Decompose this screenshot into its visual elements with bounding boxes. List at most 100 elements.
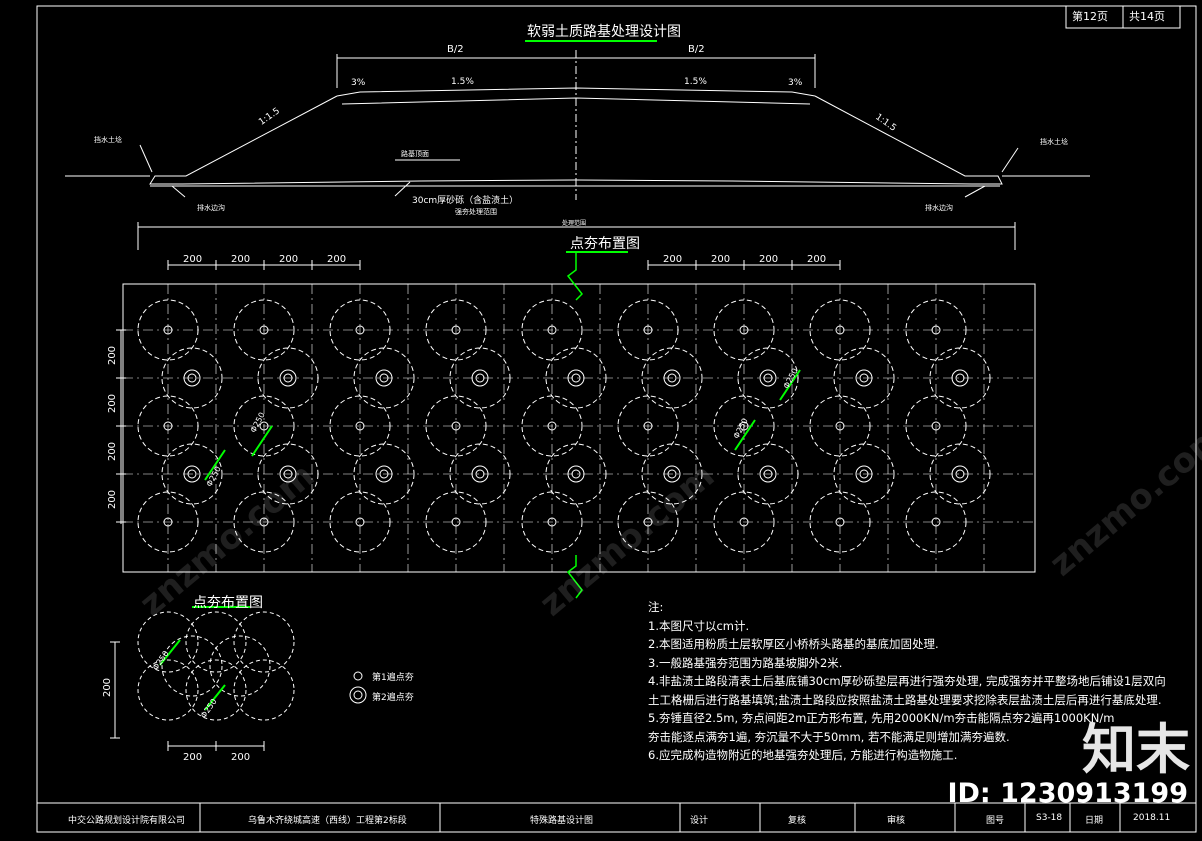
road-base-layer: [341, 97, 811, 105]
ram-center-outer: [183, 465, 201, 483]
label-subgrade-top: 路基顶面: [401, 150, 429, 158]
label-retaining-left: 挡水土埝: [94, 136, 122, 144]
ram-center: [451, 325, 461, 335]
legend-second-pass: 第2遍点夯: [372, 693, 414, 703]
leader-drain-left: [171, 185, 186, 198]
total-pages: 共14页: [1129, 10, 1165, 23]
ram-center-outer: [567, 465, 585, 483]
drawing-name: 特殊路基设计图: [530, 816, 594, 826]
ram-center-outer: [663, 369, 681, 387]
diameter-mark: [779, 369, 801, 401]
ram-center: [955, 469, 965, 479]
ram-center: [259, 421, 269, 431]
road-surface: [336, 87, 816, 97]
ram-center-outer: [759, 369, 777, 387]
ram-center-outer: [471, 465, 489, 483]
ram-center-outer: [951, 369, 969, 387]
ram-circle: [617, 491, 679, 553]
ram-center-outer: [471, 369, 489, 387]
diameter-mark: [734, 419, 756, 451]
ram-center: [763, 373, 773, 383]
spacing-side-2: 200: [107, 393, 119, 414]
break-mark-top: [566, 252, 583, 301]
ram-circle: [905, 299, 967, 361]
half-width-right: B/2: [688, 44, 705, 55]
note-item: 2.本图适用粉质土层软厚区小桥桥头路基的基底加固处理.: [648, 637, 939, 651]
ram-circle: [425, 491, 487, 553]
ram-circle: [329, 395, 391, 457]
ram-circle: [905, 491, 967, 553]
drawing-no-label: 图号: [986, 816, 1005, 826]
spacing-top-left-1: 200: [183, 254, 203, 265]
ram-circle: [521, 395, 583, 457]
ram-circle: [521, 299, 583, 361]
note-item: 1.本图尺寸以cm计.: [648, 618, 750, 633]
ram-circle: [641, 443, 703, 505]
detail-ram-circle: [137, 611, 199, 673]
detail-ram-circle: [185, 659, 247, 721]
ram-center-outer: [279, 369, 297, 387]
ram-center-outer: [855, 465, 873, 483]
ram-circle: [425, 299, 487, 361]
diameter-mark: [204, 449, 226, 481]
page-number: 第12页: [1072, 10, 1108, 23]
note-item: 夯击能逐点满夯1遍, 夯沉量不大于50mm, 若不能满足则增加满夯遍数.: [648, 729, 1010, 744]
spacing-top-left-2: 200: [231, 254, 251, 265]
ram-circle: [809, 395, 871, 457]
ram-center: [355, 325, 365, 335]
detail-diameter-mark: [159, 639, 181, 666]
ram-circle: [809, 299, 871, 361]
ram-circle: [161, 443, 223, 505]
detail-bottom-1: 200: [183, 752, 203, 763]
spacing-top-right-2: 200: [711, 254, 731, 265]
section-title: 软弱土质路基处理设计图: [527, 24, 681, 40]
ram-center: [739, 517, 749, 527]
ram-center: [475, 469, 485, 479]
spacing-top-right-4: 200: [807, 254, 827, 265]
note-item: 3.一般路基强夯范围为路基坡脚外2米.: [648, 655, 843, 670]
company-name: 中交公路规划设计院有限公司: [68, 816, 186, 826]
half-width-left: B/2: [447, 44, 464, 55]
ram-circle: [929, 347, 991, 409]
project-name: 乌鲁木齐绕城高速（西线）工程第2标段: [248, 816, 407, 826]
diameter-mark: [251, 425, 273, 457]
ram-center: [835, 517, 845, 527]
date-value: 2018.11: [1133, 813, 1171, 823]
spacing-side-4: 200: [107, 489, 119, 510]
ram-circle: [617, 299, 679, 361]
detail-ram-circle: [185, 611, 247, 673]
ram-circle: [833, 443, 895, 505]
ram-circle: [641, 347, 703, 409]
ram-center: [163, 517, 173, 527]
ram-center: [355, 517, 365, 527]
detail-ram-circle: [233, 659, 295, 721]
ram-center: [931, 517, 941, 527]
label-cushion: 30cm厚砂砾（含盐渍土）: [412, 196, 519, 206]
ram-center-outer: [567, 369, 585, 387]
ram-center-outer: [855, 369, 873, 387]
ram-center-outer: [951, 465, 969, 483]
ram-circle: [257, 443, 319, 505]
ram-circle: [353, 443, 415, 505]
slope-left-pct: 3%: [351, 78, 366, 88]
ram-circle: [425, 395, 487, 457]
notes-heading: 注:: [648, 600, 664, 614]
ram-center: [259, 325, 269, 335]
ram-circle: [737, 347, 799, 409]
label-retaining-right: 挡水土埝: [1040, 138, 1068, 146]
ram-circle: [545, 347, 607, 409]
ram-center: [379, 373, 389, 383]
spacing-side-3: 200: [107, 441, 119, 462]
ram-center: [547, 421, 557, 431]
ram-circle: [137, 395, 199, 457]
ram-circle: [233, 299, 295, 361]
ram-circle: [929, 443, 991, 505]
spacing-top-left-4: 200: [327, 254, 347, 265]
ram-circle: [521, 491, 583, 553]
ram-center: [763, 469, 773, 479]
ram-circle: [233, 491, 295, 553]
approve-label: 审核: [887, 816, 906, 826]
watermark-brand: 知末: [1082, 718, 1190, 781]
ram-center: [451, 517, 461, 527]
